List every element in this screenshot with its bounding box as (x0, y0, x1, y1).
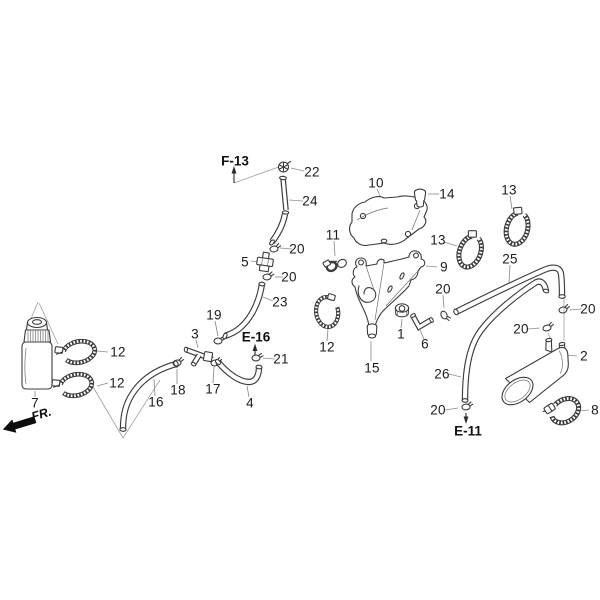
part-3-t-fitting (183, 346, 214, 367)
callout-12-b: 12 (110, 344, 126, 360)
callout-18: 18 (170, 382, 186, 398)
part-6-elbow (410, 313, 434, 331)
part-4-hose (214, 358, 263, 386)
callout-20-d: 20 (580, 301, 596, 317)
callout-12-a: 12 (319, 339, 335, 355)
callout-1: 1 (397, 326, 405, 342)
callout-16: 16 (148, 394, 164, 410)
callout-3: 3 (191, 326, 199, 342)
part-26-hose (461, 278, 550, 403)
callout-11: 11 (325, 227, 341, 243)
callout-8: 8 (591, 402, 599, 418)
ref-label-e11: E-11 (454, 423, 482, 439)
callout-20-f: 20 (430, 402, 446, 418)
callout-26: 26 (434, 366, 450, 382)
callout-20-b: 20 (281, 269, 297, 285)
callout-23: 23 (272, 294, 288, 310)
callout-22: 22 (304, 164, 320, 180)
callout-7: 7 (31, 395, 39, 411)
part-10-plate (349, 195, 428, 247)
part-13-clamp-left (456, 230, 484, 270)
callout-9: 9 (440, 259, 448, 275)
part-12-clamp-lower (51, 371, 94, 399)
callout-17: 17 (205, 381, 221, 397)
callout-5: 5 (241, 254, 249, 270)
part-16-hose (119, 360, 179, 432)
part-25-hose (453, 264, 566, 316)
callout-19: 19 (206, 307, 222, 323)
callout-24: 24 (302, 193, 318, 209)
part-13-clamp-right (503, 206, 531, 247)
callout-6: 6 (421, 336, 429, 352)
ref-label-e16: E-16 (241, 329, 271, 345)
callout-14: 14 (439, 186, 455, 202)
part-15-grommet (366, 323, 378, 339)
part-2-cylinder (501, 337, 569, 406)
callout-2: 2 (580, 348, 588, 364)
part-21-clip (251, 352, 264, 362)
callout-4: 4 (246, 395, 254, 411)
callout-13-a: 13 (430, 232, 446, 248)
part-12-clamp-upper (54, 338, 97, 366)
callout-20-e: 20 (513, 321, 529, 337)
part-7-canister (21, 316, 53, 390)
front-direction-label: FR. (30, 405, 53, 424)
callout-12-c: 12 (109, 375, 125, 391)
part-20-clip-c (439, 308, 452, 324)
callout-25: 25 (502, 251, 518, 267)
callout-20-a: 20 (289, 241, 305, 257)
part-8-clamp (542, 396, 582, 426)
callout-13-b: 13 (501, 182, 517, 198)
part-20-clip-e (541, 321, 555, 333)
part-1-nut (394, 303, 410, 318)
part-12-clamp-middle (313, 293, 341, 329)
part-5-joint (256, 251, 274, 273)
front-direction-arrow (2, 416, 37, 433)
callout-21: 21 (273, 351, 289, 367)
part-24-tube (269, 175, 290, 246)
callout-15: 15 (364, 360, 380, 376)
part-11-clamp (322, 258, 347, 273)
ref-label-f13: F-13 (221, 153, 249, 169)
part-9-bracket (351, 250, 426, 330)
ref-arrow-e16 (252, 343, 258, 355)
ref-arrow-f13 (231, 166, 237, 183)
part-23-hose (222, 281, 266, 340)
part-20-clip-b (262, 271, 275, 281)
ref-arrow-e11 (463, 413, 469, 424)
part-14-bolt (413, 188, 427, 208)
part-22-clip (277, 160, 292, 173)
part-20-clip-f (461, 401, 474, 411)
callout-10: 10 (368, 175, 384, 191)
callout-20-c: 20 (435, 281, 451, 297)
